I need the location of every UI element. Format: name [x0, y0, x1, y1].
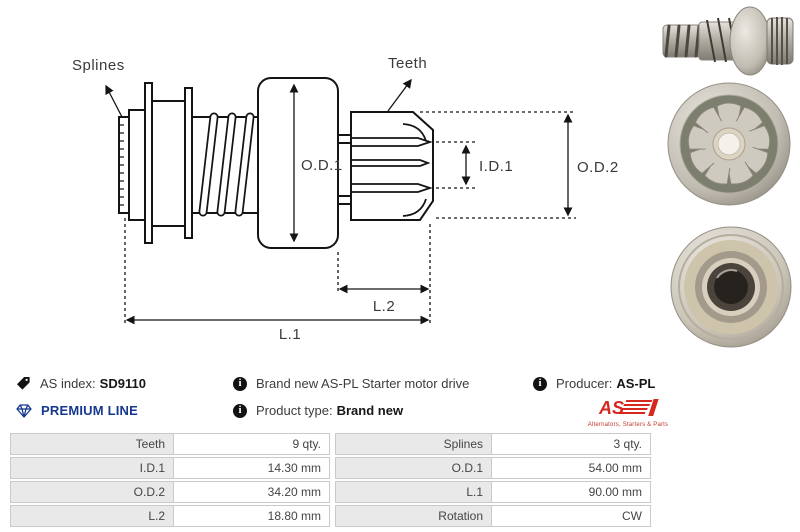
- spec-table-right: Splines 3 qty. O.D.1 54.00 mm L.1 90.00 …: [335, 431, 651, 529]
- spec-label: L.2: [10, 505, 174, 527]
- spec-value: 34.20 mm: [174, 481, 330, 503]
- spec-value: 54.00 mm: [492, 457, 651, 479]
- description-line: i Brand new AS-PL Starter motor drive: [233, 370, 533, 397]
- id1-label: I.D.1: [479, 158, 513, 175]
- main-area: Splines Teeth O.D.1 I.D.1 O.D.2 L.2 L.1: [72, 6, 794, 348]
- photo-side-view: [662, 6, 794, 76]
- as-index-value: SD9110: [99, 376, 146, 391]
- spec-value: 14.30 mm: [174, 457, 330, 479]
- flange-2: [184, 87, 193, 239]
- collar: [128, 109, 146, 221]
- tag-icon: [16, 376, 31, 391]
- info-strip: AS index: SD9110 PREMIUM LINE i Brand ne…: [0, 366, 800, 428]
- table-row: O.D.1 54.00 mm: [335, 457, 651, 479]
- od1-label: O.D.1: [301, 157, 343, 174]
- spec-label: O.D.1: [335, 457, 492, 479]
- splines-label: Splines: [72, 57, 125, 74]
- spec-label: I.D.1: [10, 457, 174, 479]
- product-type-value: Brand new: [336, 403, 404, 418]
- spec-value: 3 qty.: [492, 433, 651, 455]
- spec-value: 90.00 mm: [492, 481, 651, 503]
- diamond-icon: [16, 403, 32, 418]
- info-icon: i: [233, 376, 247, 391]
- as-pl-logo: AS Alternators, Starters & Parts: [585, 398, 671, 428]
- flange-1: [144, 82, 153, 244]
- info-col-index: AS index: SD9110 PREMIUM LINE: [0, 366, 233, 428]
- product-type-line: i Product type: Brand new: [233, 397, 533, 424]
- spec-label: O.D.2: [10, 481, 174, 503]
- splines-leader-arrow: [105, 84, 123, 118]
- spec-label: Teeth: [10, 433, 174, 455]
- spline-hatch: [119, 124, 124, 206]
- producer-label: Producer:: [556, 376, 613, 391]
- table-row: I.D.1 14.30 mm: [10, 457, 330, 479]
- as-index-label: AS index:: [40, 376, 96, 391]
- table-row: Rotation CW: [335, 505, 651, 527]
- spec-value: CW: [492, 505, 651, 527]
- table-row: Teeth 9 qty.: [10, 433, 330, 455]
- producer-line: i Producer: AS-PL: [533, 370, 800, 397]
- spec-table: Teeth 9 qty. I.D.1 14.30 mm O.D.2 34.20 …: [10, 431, 651, 529]
- spec-label: L.1: [335, 481, 492, 503]
- as-logo-text: AS: [598, 398, 624, 418]
- as-index-line: AS index: SD9110: [16, 370, 233, 397]
- photo-rear-view: [670, 226, 792, 348]
- premium-line-label: PREMIUM LINE: [41, 403, 139, 418]
- info-col-description: i Brand new AS-PL Starter motor drive i …: [233, 366, 533, 428]
- pinion-teeth-lines: [351, 123, 433, 217]
- product-photos: [662, 6, 794, 348]
- product-type-label: Product type:: [256, 403, 333, 418]
- table-row: Splines 3 qty.: [335, 433, 651, 455]
- photo-front-view: [667, 82, 791, 206]
- drive-outline: [118, 77, 434, 249]
- info-icon: i: [233, 403, 247, 418]
- neck-top: [337, 134, 352, 144]
- od2-label: O.D.2: [577, 159, 619, 176]
- info-col-producer: i Producer: AS-PL AS Alternators, Starte…: [533, 366, 800, 428]
- l1-label: L.1: [279, 326, 301, 343]
- table-row: O.D.2 34.20 mm: [10, 481, 330, 503]
- technical-drawing: Splines Teeth O.D.1 I.D.1 O.D.2 L.2 L.1: [72, 55, 619, 343]
- table-row: L.2 18.80 mm: [10, 505, 330, 527]
- producer-value: AS-PL: [616, 376, 656, 391]
- description-text: Brand new AS-PL Starter motor drive: [256, 376, 470, 391]
- spec-table-left: Teeth 9 qty. I.D.1 14.30 mm O.D.2 34.20 …: [10, 431, 330, 529]
- dimension-lines: [105, 78, 576, 326]
- spring: [198, 112, 255, 217]
- teeth-label: Teeth: [388, 55, 427, 72]
- spec-value: 18.80 mm: [174, 505, 330, 527]
- info-icon: i: [533, 376, 547, 391]
- spec-label: Splines: [335, 433, 492, 455]
- as-logo-caption: Alternators, Starters & Parts: [587, 422, 669, 428]
- premium-line: PREMIUM LINE: [16, 397, 233, 424]
- barrel: [151, 100, 186, 227]
- spec-value: 9 qty.: [174, 433, 330, 455]
- teeth-leader-arrow: [387, 78, 412, 112]
- neck-bottom: [337, 195, 352, 205]
- spec-label: Rotation: [335, 505, 492, 527]
- l2-label: L.2: [373, 298, 395, 315]
- table-row: L.1 90.00 mm: [335, 481, 651, 503]
